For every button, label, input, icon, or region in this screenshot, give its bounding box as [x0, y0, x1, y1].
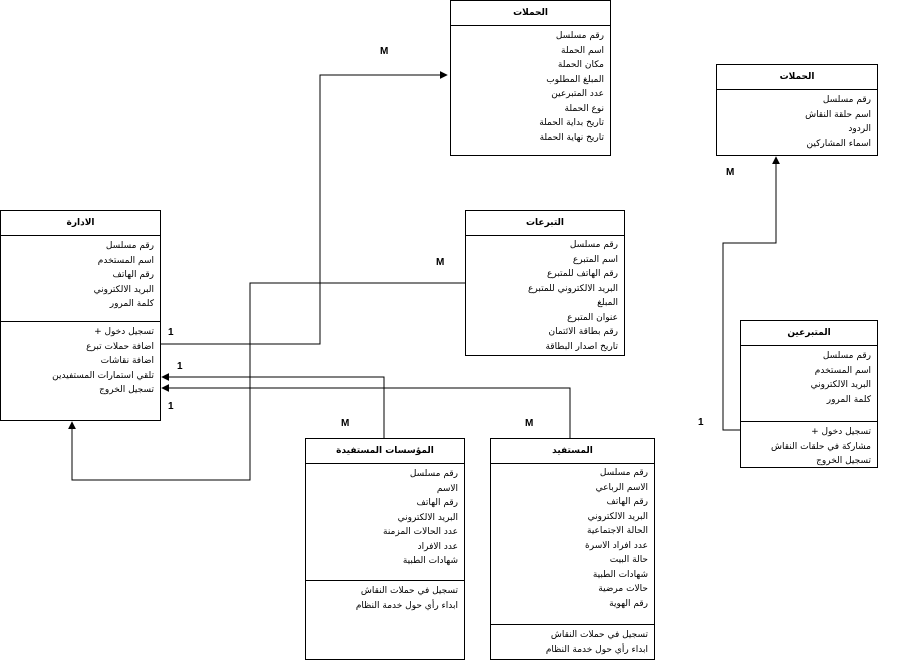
attribute-row: حالة البيت — [609, 555, 648, 565]
attribute-row: الاسم الرباعي — [595, 482, 648, 493]
attribute-row: رقم الهاتف — [416, 498, 458, 508]
method-row: تسجيل في حملات النقاش — [550, 630, 648, 640]
attribute-row: عدد المتبرعين — [551, 89, 604, 99]
attributes-section: رقم مسلسل اسم الحملة مكان الحملة المبلغ الم… — [451, 26, 610, 147]
methods-section: تسجيل دخول + اضافة حملات تبرع اضافة نقاشات… — [1, 322, 160, 400]
attribute-row: رقم مسلسل — [105, 241, 154, 251]
attribute-row: مكان الحملة — [557, 60, 604, 70]
donations-admin-line — [68, 282, 465, 481]
attribute-row: اسم الحملة — [561, 45, 604, 56]
attribute-row: تاريخ بداية الحملة — [539, 118, 604, 128]
attribute-row: رقم الهاتف — [112, 270, 154, 280]
attribute-row: اسم المتبرع — [572, 254, 618, 265]
method-row: تسجيل الخروج — [816, 456, 871, 466]
class-beneficiary[interactable]: المستفيد رقم مسلسل الاسم الرباعي رقم الهات… — [490, 438, 655, 660]
attributes-section: رقم مسلسل اسم المستخدم البريد الالكتروني كل… — [741, 346, 877, 422]
multiplicity-label: 1 — [698, 417, 704, 428]
attributes-section: رقم مسلسل الاسم الرباعي رقم الهاتف البريد ا… — [491, 464, 654, 625]
attribute-row: المبلغ المطلوب — [546, 74, 604, 85]
attribute-row: رقم مسلسل — [822, 351, 871, 361]
class-donors[interactable]: المتبرعين رقم مسلسل اسم المستخدم البريد ال… — [740, 320, 878, 468]
methods-section: تسجيل دخول + مشاركة في حلقات النقاش تسجيل … — [741, 422, 877, 471]
multiplicity-label: 1 — [168, 327, 174, 338]
class-title: التبرعات — [466, 211, 624, 236]
multiplicity-label: M — [436, 257, 445, 268]
attribute-row: رقم مسلسل — [409, 469, 458, 479]
method-row: اضافة نقاشات — [100, 356, 154, 366]
attributes-section: رقم مسلسل اسم حلقة النقاش الردود اسماء المش… — [717, 90, 877, 153]
class-title: المتبرعين — [741, 321, 877, 346]
class-admin[interactable]: الادارة رقم مسلسل اسم المستخدم رقم الهاتف ا… — [0, 210, 161, 421]
attribute-row: كلمة المرور — [826, 394, 871, 405]
class-donations[interactable]: التبرعات رقم مسلسل اسم المتبرع رقم الهاتف … — [465, 210, 625, 356]
attribute-row: البريد الالكتروني — [810, 380, 871, 390]
attribute-row: رقم بطاقة الائتمان — [548, 327, 618, 337]
beneficiary-admin-line — [161, 384, 571, 438]
method-row: تلقي استمارات المستفيدين — [52, 370, 154, 381]
class-discussions[interactable]: الحملات رقم مسلسل اسم حلقة النقاش الردود اس… — [716, 64, 878, 156]
class-campaigns[interactable]: الحملات رقم مسلسل اسم الحملة مكان الحملة ال… — [450, 0, 611, 156]
method-row: تسجيل دخول + — [94, 327, 154, 337]
attribute-row: رقم مسلسل — [569, 240, 618, 250]
attribute-row: المبلغ — [597, 298, 618, 308]
attribute-row: تاريخ نهاية الحملة — [539, 132, 604, 143]
attribute-row: البريد الالكتروني — [93, 284, 154, 295]
attribute-row: البريد الالكتروني — [587, 511, 648, 522]
donors-discussions-line — [722, 156, 780, 431]
multiplicity-label: M — [341, 418, 350, 429]
attribute-row: شهادات الطبية — [592, 569, 648, 580]
method-row: تسجيل الخروج — [99, 385, 154, 395]
attribute-row: رقم الهوية — [609, 598, 648, 609]
attribute-row: عدد الافراد — [417, 541, 458, 552]
attribute-row: عنوان المتبرع — [567, 312, 618, 323]
attribute-row: عدد افراد الاسرة — [585, 540, 648, 551]
attribute-row: البريد الالكتروني للمتبرع — [528, 283, 618, 294]
attribute-row: رقم مسلسل — [599, 468, 648, 478]
attribute-row: عدد الحالات المزمنة — [383, 527, 458, 537]
attribute-row: اسم حلقة النقاش — [805, 109, 871, 120]
method-row: اضافة حملات تبرع — [86, 341, 154, 352]
method-row: ابداء رأي حول خدمة النظام — [545, 644, 648, 655]
attribute-row: رقم مسلسل — [555, 31, 604, 41]
attribute-row: تاريخ اصدار البطاقة — [545, 341, 618, 352]
class-title: المستفيد — [491, 439, 654, 464]
multiplicity-label: 1 — [168, 401, 174, 412]
method-row: ابداء رأي حول خدمة النظام — [355, 600, 458, 611]
attribute-row: رقم مسلسل — [822, 95, 871, 105]
class-title: الادارة — [1, 211, 160, 236]
attribute-row: اسم المستخدم — [814, 365, 871, 376]
attribute-row: نوع الحملة — [564, 103, 604, 114]
multiplicity-label: M — [726, 167, 735, 178]
attribute-row: رقم الهاتف للمتبرع — [546, 269, 618, 279]
methods-section: تسجيل في حملات النقاش ابداء رأي حول خدمة … — [306, 581, 464, 615]
attribute-row: الردود — [848, 124, 871, 134]
attribute-row: البريد الالكتروني — [397, 512, 458, 523]
attribute-row: رقم الهاتف — [606, 497, 648, 507]
attribute-row: الاسم — [436, 483, 458, 494]
attributes-section: رقم مسلسل اسم المستخدم رقم الهاتف البريد ال… — [1, 236, 160, 322]
method-row: تسجيل في حملات النقاش — [360, 586, 458, 596]
attribute-row: الحالة الاجتماعية — [587, 526, 648, 536]
class-title: المؤسسات المستفيدة — [306, 439, 464, 464]
methods-section: تسجيل في حملات النقاش ابداء رأي حول خدمة … — [491, 625, 654, 659]
multiplicity-label: M — [380, 46, 389, 57]
method-row: تسجيل دخول + — [811, 427, 871, 437]
class-institutions[interactable]: المؤسسات المستفيدة رقم مسلسل الاسم رقم اله… — [305, 438, 465, 660]
attribute-row: اسم المستخدم — [97, 255, 154, 266]
class-title: الحملات — [717, 65, 877, 90]
class-title: الحملات — [451, 1, 610, 26]
institutions-admin-line — [161, 373, 385, 440]
method-row: مشاركة في حلقات النقاش — [771, 441, 871, 452]
multiplicity-label: 1 — [177, 361, 183, 372]
admin-campaigns-line — [160, 71, 448, 345]
attribute-row: اسماء المشاركين — [806, 138, 872, 149]
attribute-row: حالات مرضية — [598, 584, 648, 594]
attribute-row: كلمة المرور — [109, 299, 154, 309]
multiplicity-label: M — [525, 418, 534, 429]
attribute-row: شهادات الطبية — [402, 556, 458, 566]
attributes-section: رقم مسلسل الاسم رقم الهاتف البريد الالكترون… — [306, 464, 464, 581]
attributes-section: رقم مسلسل اسم المتبرع رقم الهاتف للمتبرع ال… — [466, 236, 624, 356]
